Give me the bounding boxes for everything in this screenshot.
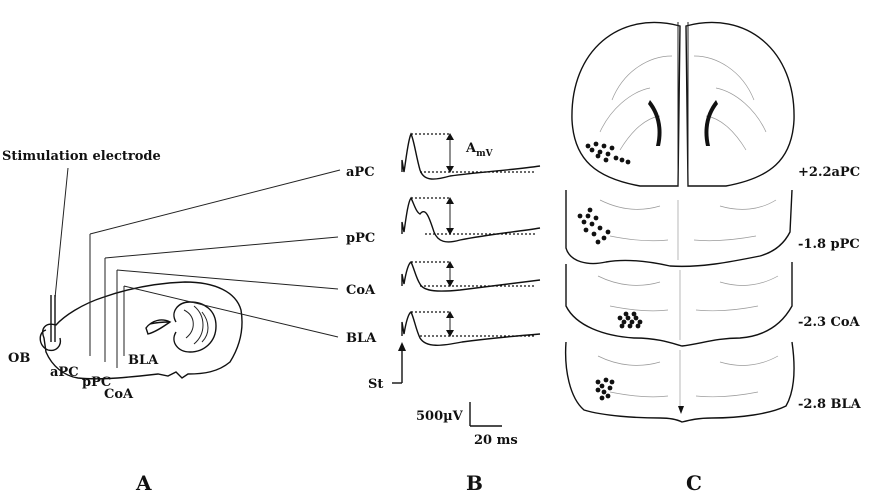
voltage-scale-label: 500µV xyxy=(416,409,464,424)
trace-label-apc: aPC xyxy=(346,165,375,180)
time-scale-label: 20 ms xyxy=(474,433,518,448)
trace-coa xyxy=(402,261,540,291)
coronal-section-coa: -2.3 CoA xyxy=(566,262,861,346)
amplitude-label: AmV xyxy=(465,141,494,159)
coronal-section-bla: -2.8 BLA xyxy=(566,342,862,422)
label-bla: BLA xyxy=(128,353,159,368)
coronal-section-apc: +2.2aPC xyxy=(572,22,860,186)
trace-label-ppc: pPC xyxy=(346,231,375,246)
trace-ppc xyxy=(402,197,540,242)
stimulation-electrode-label: Stimulation electrode xyxy=(2,149,161,164)
section-label-bla: -2.8 BLA xyxy=(798,397,862,412)
electrode-pointer xyxy=(55,168,68,298)
panel-letter-a: A xyxy=(135,471,152,495)
panel-b: aPC pPC CoA BLA AmV xyxy=(346,133,540,448)
panel-letter-c: C xyxy=(686,471,702,495)
trace-label-coa: CoA xyxy=(346,283,376,298)
fan-line-bla xyxy=(124,286,338,337)
coronal-section-ppc: -1.8 pPC xyxy=(566,190,860,266)
section-label-apc: +2.2aPC xyxy=(798,165,860,180)
fan-line-coa xyxy=(117,270,338,289)
stimulus-marker: St xyxy=(368,342,406,392)
section-label-coa: -2.3 CoA xyxy=(798,315,861,330)
trace-bla xyxy=(402,311,540,345)
panel-a: Stimulation electrode OB aPC pPC CoA BLA xyxy=(2,149,340,402)
trace-apc: AmV xyxy=(402,133,540,179)
trace-label-bla: BLA xyxy=(346,331,377,346)
label-apc: aPC xyxy=(50,365,79,380)
section-label-ppc: -1.8 pPC xyxy=(798,237,860,252)
label-ob: OB xyxy=(8,351,30,366)
cerebellum-folia xyxy=(184,306,208,344)
panel-letter-b: B xyxy=(466,471,483,495)
label-coa: CoA xyxy=(104,387,134,402)
stim-label: St xyxy=(368,377,383,392)
fan-line-apc xyxy=(90,170,340,234)
fan-line-ppc xyxy=(105,237,338,258)
cerebellum xyxy=(174,302,216,352)
scale-bar: 500µV 20 ms xyxy=(416,402,518,448)
panel-c: +2.2aPC -1.8 pPC -2.3 CoA xyxy=(566,22,862,422)
